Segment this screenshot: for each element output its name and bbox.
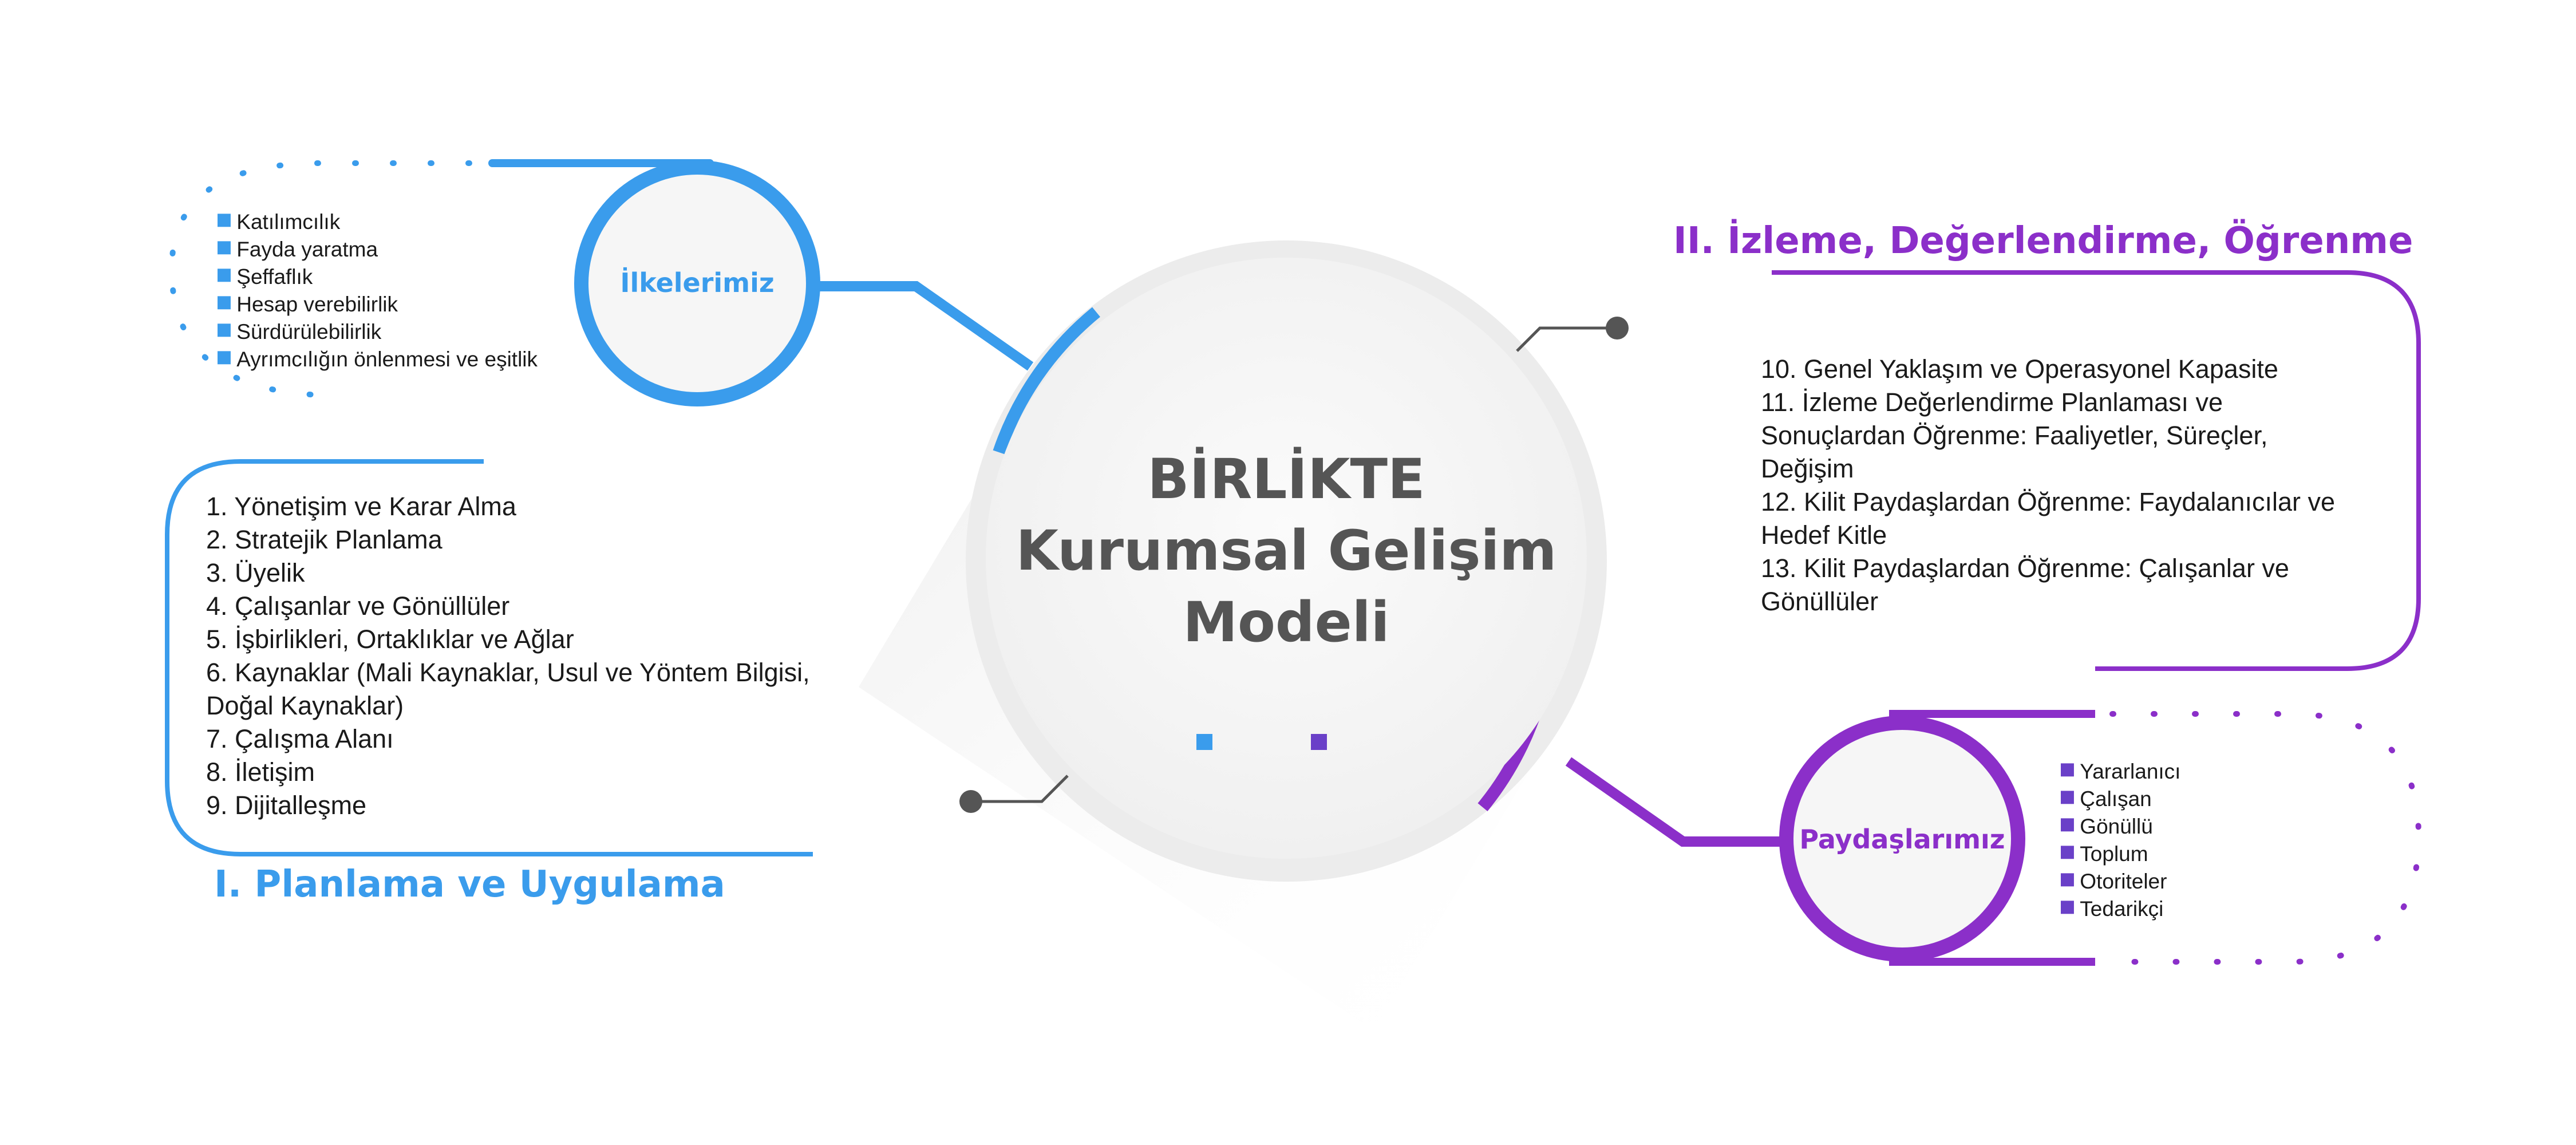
list-line: 4. Çalışanlar ve Gönüllüler bbox=[206, 591, 509, 621]
stakeholders-title: Paydaşlarımız bbox=[1799, 824, 2005, 855]
list-item: Toplum bbox=[2080, 842, 2148, 866]
blue-square-icon bbox=[1196, 734, 1212, 750]
list-line: 9. Dijitalleşme bbox=[206, 791, 366, 820]
list-item: Gönüllü bbox=[2080, 815, 2153, 838]
list-line: Gönüllüler bbox=[1761, 587, 1878, 616]
pin-line-left bbox=[971, 775, 1069, 803]
monitoring-list: 10. Genel Yaklaşım ve Operasyonel Kapasi… bbox=[1761, 354, 2335, 616]
bullet-icon bbox=[218, 241, 231, 255]
bullet-icon bbox=[218, 269, 231, 282]
bullet-icon bbox=[218, 214, 231, 227]
center-title-3: Modeli bbox=[1183, 590, 1389, 654]
list-item: Katılımcılık bbox=[236, 210, 340, 234]
stakeholders-dotted bbox=[2109, 711, 2422, 965]
planning-list: 1. Yönetişim ve Karar Alma 2. Stratejik P… bbox=[206, 492, 810, 820]
list-item: Sürdürülebilirlik bbox=[236, 320, 381, 344]
bullet-icon bbox=[218, 351, 231, 365]
stakeholders-frame bbox=[1889, 710, 2095, 966]
monitoring-title: II. İzleme, Değerlendirme, Öğrenme bbox=[1673, 219, 2413, 262]
list-line: 12. Kilit Paydaşlardan Öğrenme: Faydalan… bbox=[1761, 487, 2335, 516]
list-line: 8. İletişim bbox=[206, 757, 315, 787]
list-line: 6. Kaynaklar (Mali Kaynaklar, Usul ve Yö… bbox=[206, 658, 810, 687]
list-line: 7. Çalışma Alanı bbox=[206, 724, 394, 753]
stakeholders-list: YararlanıcıÇalışanGönüllüToplumOtoritele… bbox=[2061, 760, 2180, 921]
list-line: 11. İzleme Değerlendirme Planlaması ve bbox=[1761, 388, 2223, 417]
bullet-icon bbox=[2061, 901, 2074, 914]
bullet-icon bbox=[2061, 846, 2074, 859]
list-item: Çalışan bbox=[2080, 787, 2151, 811]
principles-dotted bbox=[168, 160, 472, 398]
planning-frame bbox=[165, 459, 813, 856]
bullet-icon bbox=[2061, 873, 2074, 887]
list-item: Hesap verebilirlik bbox=[236, 293, 398, 316]
bullet-icon bbox=[2061, 763, 2074, 777]
purple-square-icon bbox=[1311, 734, 1327, 750]
list-line: 2. Stratejik Planlama bbox=[206, 525, 443, 554]
center-blue-arc bbox=[993, 307, 1100, 455]
list-item: Ayrımcılığın önlenmesi ve eşitlik bbox=[236, 348, 538, 371]
list-line: Doğal Kaynaklar) bbox=[206, 691, 404, 720]
list-line: 3. Üyelik bbox=[206, 558, 305, 587]
principles-circle bbox=[588, 175, 806, 392]
list-item: Otoriteler bbox=[2080, 870, 2167, 893]
bullet-icon bbox=[218, 296, 231, 310]
list-line: 10. Genel Yaklaşım ve Operasyonel Kapasi… bbox=[1761, 354, 2278, 384]
bullet-icon bbox=[2061, 818, 2074, 832]
pin-line-right bbox=[1516, 326, 1617, 352]
list-item: Tedarikçi bbox=[2080, 897, 2163, 921]
pin-dot-left bbox=[959, 790, 982, 813]
blue-connector bbox=[790, 281, 1034, 371]
bullet-icon bbox=[2061, 791, 2074, 804]
center-title-2: Kurumsal Gelişim bbox=[1016, 519, 1557, 583]
list-line: Sonuçlardan Öğrenme: Faaliyetler, Süreçl… bbox=[1761, 421, 2267, 450]
list-line: 13. Kilit Paydaşlardan Öğrenme: Çalışanl… bbox=[1761, 554, 2289, 583]
center-title-1: BİRLİKTE bbox=[1147, 447, 1425, 511]
monitoring-frame bbox=[1772, 270, 2421, 671]
stakeholders-circle bbox=[1793, 730, 2011, 947]
list-line: Hedef Kitle bbox=[1761, 520, 1887, 550]
principles-title: İlkelerimiz bbox=[620, 267, 774, 298]
list-item: Şeffaflık bbox=[236, 265, 313, 289]
list-line: 1. Yönetişim ve Karar Alma bbox=[206, 492, 517, 521]
list-line: Değişim bbox=[1761, 454, 1854, 483]
list-item: Yararlanıcı bbox=[2080, 760, 2180, 783]
list-line: 5. İşbirlikleri, Ortaklıklar ve Ağlar bbox=[206, 625, 574, 654]
list-item: Fayda yaratma bbox=[236, 238, 378, 261]
purple-connector bbox=[1565, 757, 1803, 847]
center-circle bbox=[986, 258, 1587, 859]
pin-dot-right bbox=[1606, 317, 1629, 339]
bullet-icon bbox=[218, 323, 231, 337]
planning-title: I. Planlama ve Uygulama bbox=[214, 863, 725, 906]
